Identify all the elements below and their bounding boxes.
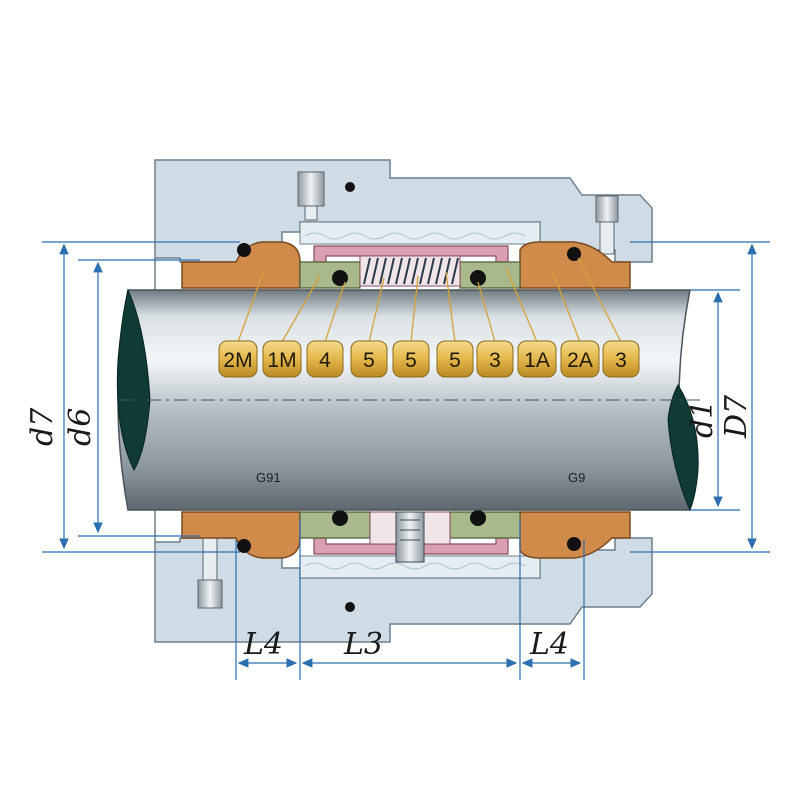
callout-5b-label: 5 xyxy=(405,349,417,372)
callout-5c: 5 xyxy=(436,340,474,378)
top-right-bolt-shank xyxy=(599,221,615,255)
oring-rotary-right-top xyxy=(470,270,486,286)
label-L3: L3 xyxy=(343,627,383,662)
callout-2m-label: 2M xyxy=(223,349,252,372)
o-rings xyxy=(237,243,581,553)
callout-3a-label: 3 xyxy=(489,349,501,372)
oring-rotary-right-bottom xyxy=(470,510,486,526)
shaft-end-left xyxy=(116,288,151,472)
callout-3b-label: 3 xyxy=(615,349,627,372)
dimension-lines xyxy=(42,241,770,680)
top-right-bolt xyxy=(595,195,619,223)
callout-1a: 1A xyxy=(517,340,557,378)
oring-rotary-left-bottom xyxy=(332,510,348,526)
callout-4-label: 4 xyxy=(319,349,331,372)
callout-4: 4 xyxy=(306,340,344,378)
seat-right-top xyxy=(519,241,631,289)
spring-coils xyxy=(363,257,459,285)
callout-3a: 3 xyxy=(476,340,514,378)
callout-5a: 5 xyxy=(350,340,388,378)
seat-label-right: G9 xyxy=(568,470,585,485)
callout-5b: 5 xyxy=(392,340,430,378)
label-d1: d1 xyxy=(685,400,720,438)
callout-1m: 1M xyxy=(262,340,302,378)
label-L4-left: L4 xyxy=(243,627,283,662)
gland-oring-top xyxy=(345,182,355,192)
callout-2m: 2M xyxy=(218,340,258,378)
oring-bottom-left xyxy=(237,539,251,553)
bottom-left-bolt xyxy=(197,579,223,609)
stationary-seats xyxy=(181,241,631,559)
shaft xyxy=(116,288,700,512)
callout-1a-label: 1A xyxy=(524,349,550,372)
callouts: 2M 1M 4 5 5 5 3 1A xyxy=(218,340,640,378)
callout-1m-label: 1M xyxy=(267,349,296,372)
rotary-ring-right-top xyxy=(459,261,521,289)
oring-2m xyxy=(237,243,251,257)
label-d6: d6 xyxy=(63,408,98,446)
callout-2a: 2A xyxy=(560,340,600,378)
oring-2a xyxy=(567,247,581,261)
oring-rotary-left-top xyxy=(332,270,348,286)
callout-5a-label: 5 xyxy=(363,349,375,372)
callout-2a-label: 2A xyxy=(567,349,593,372)
seat-label-left: G91 xyxy=(256,470,281,485)
gland-insert xyxy=(299,221,541,579)
label-d7: d7 xyxy=(25,407,60,446)
label-D7: D7 xyxy=(719,394,754,439)
callout-3b: 3 xyxy=(602,340,640,378)
rotary-ring-left-top xyxy=(299,261,361,289)
seat-right-bottom xyxy=(519,511,631,559)
oring-bottom-right xyxy=(567,537,581,551)
gland-oring-bottom xyxy=(345,602,355,612)
top-left-bolt xyxy=(297,171,325,207)
shaft-end-right xyxy=(667,384,699,512)
leader-lines xyxy=(237,257,622,343)
label-L4-right: L4 xyxy=(529,627,569,662)
top-left-bolt-tip xyxy=(304,205,318,221)
callout-5c-label: 5 xyxy=(449,349,461,372)
